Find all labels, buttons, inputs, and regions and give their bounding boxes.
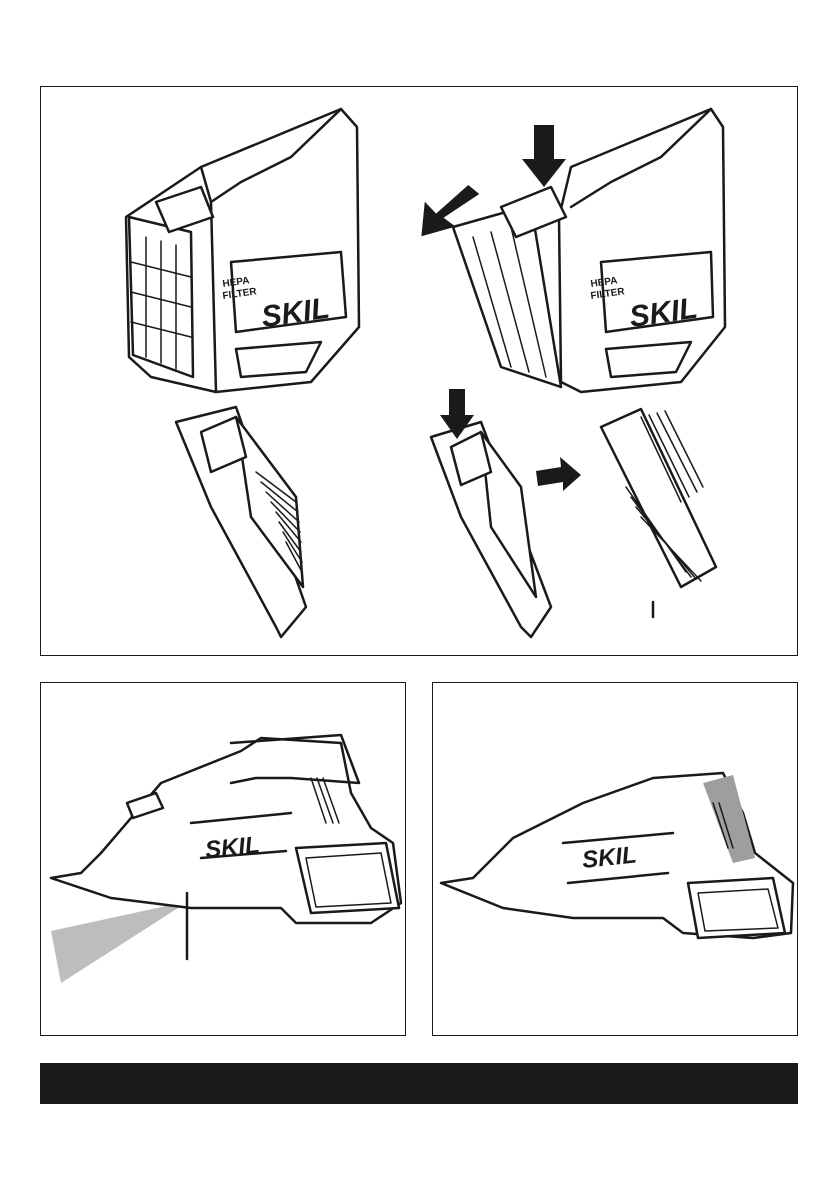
remove-filter-arrow [536, 457, 581, 491]
handle-grip-figure: SKIL [432, 682, 798, 1036]
press-down-arrow [522, 125, 566, 187]
vacuum-head-closed: SKIL HEPA FILTER [126, 109, 359, 392]
filter-removal-figure: SKIL HEPA FILTER SKIL HEPA FILTER [40, 86, 798, 656]
filter-frame [176, 407, 306, 637]
work-light-figure: SKIL [40, 682, 406, 1036]
footer-bar [40, 1063, 798, 1104]
light-beam [51, 901, 189, 983]
vacuum-head-opening: SKIL HEPA FILTER [417, 109, 725, 392]
handle-grip-illustration: SKIL [433, 683, 798, 1036]
work-light-illustration: SKIL [41, 683, 406, 1036]
hepa-filter-element [601, 409, 716, 617]
brand-logo: SKIL [204, 831, 261, 864]
filter-frame-press [431, 389, 581, 637]
filter-removal-illustration: SKIL HEPA FILTER SKIL HEPA FILTER [41, 87, 798, 656]
brand-logo: SKIL [581, 841, 638, 874]
